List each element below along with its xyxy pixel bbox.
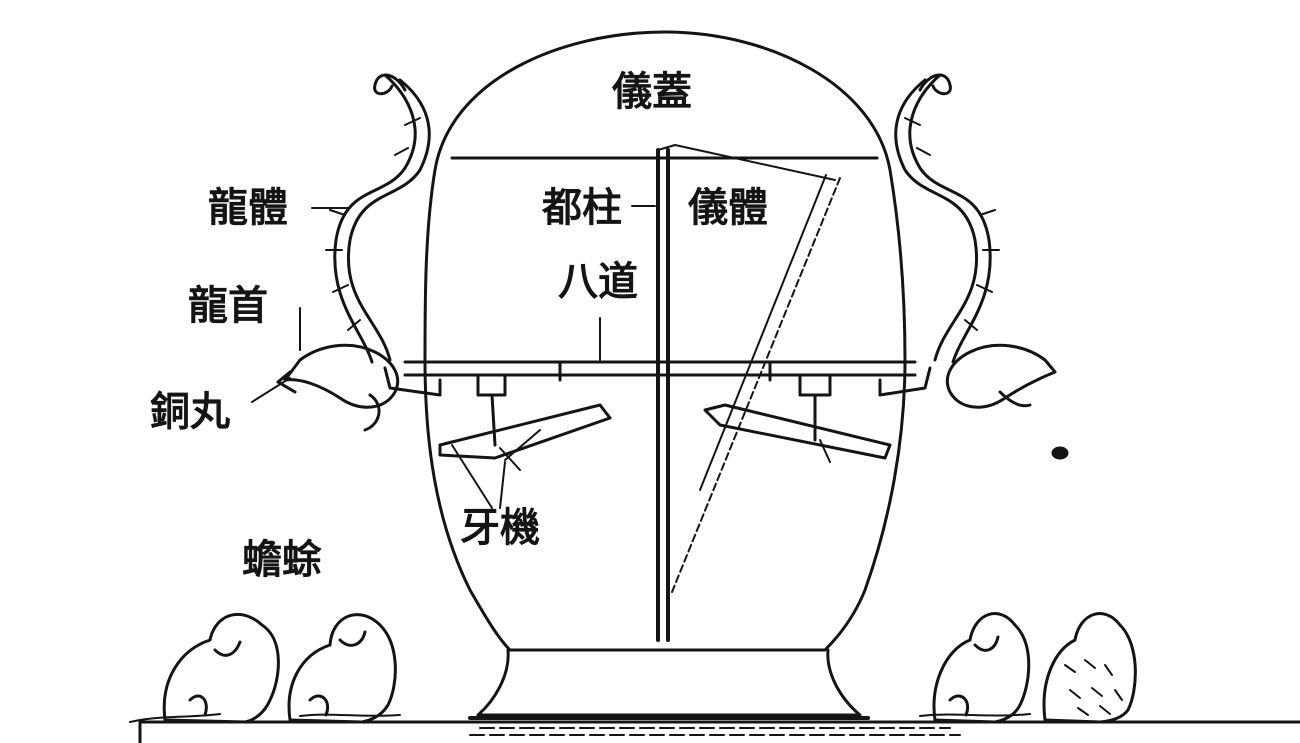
right-dragon [894, 73, 992, 364]
label-vessel-body: 儀體 [688, 184, 768, 231]
bronze-ball-dot [1051, 446, 1069, 460]
left-dragon-head [276, 343, 400, 432]
toad-left-1 [162, 612, 280, 724]
label-dragon-head: 龍首 [188, 282, 268, 329]
toad-right-1 [932, 612, 1031, 724]
right-trigger-mechanism [703, 366, 932, 460]
vessel-base [476, 648, 862, 717]
leader-mechanism-2 [499, 461, 506, 509]
toad-left-2 [287, 613, 397, 724]
vessel-outline [423, 30, 907, 652]
ground-slab [138, 720, 1300, 743]
left-dragon [333, 73, 431, 364]
leader-bronze-ball [251, 377, 291, 403]
leader-mechanism-1 [451, 444, 493, 509]
label-dragon-body: 龍體 [208, 184, 288, 231]
label-eight-paths: 八道 [558, 258, 638, 305]
label-lid: 儀蓋 [612, 68, 692, 115]
toad-right-2-texture [1064, 659, 1123, 716]
right-dragon-head [945, 343, 1057, 409]
left-trigger-mechanism [383, 366, 612, 460]
label-bronze-ball: 銅丸 [150, 388, 230, 435]
eight-paths-platform [403, 360, 917, 382]
label-toad: 蟾蜍 [242, 536, 322, 583]
toad-right-2 [1042, 612, 1137, 724]
tilted-pillar [671, 177, 841, 593]
label-central-pillar: 都柱 [542, 184, 622, 231]
label-trigger-mechanism: 牙機 [460, 504, 540, 551]
